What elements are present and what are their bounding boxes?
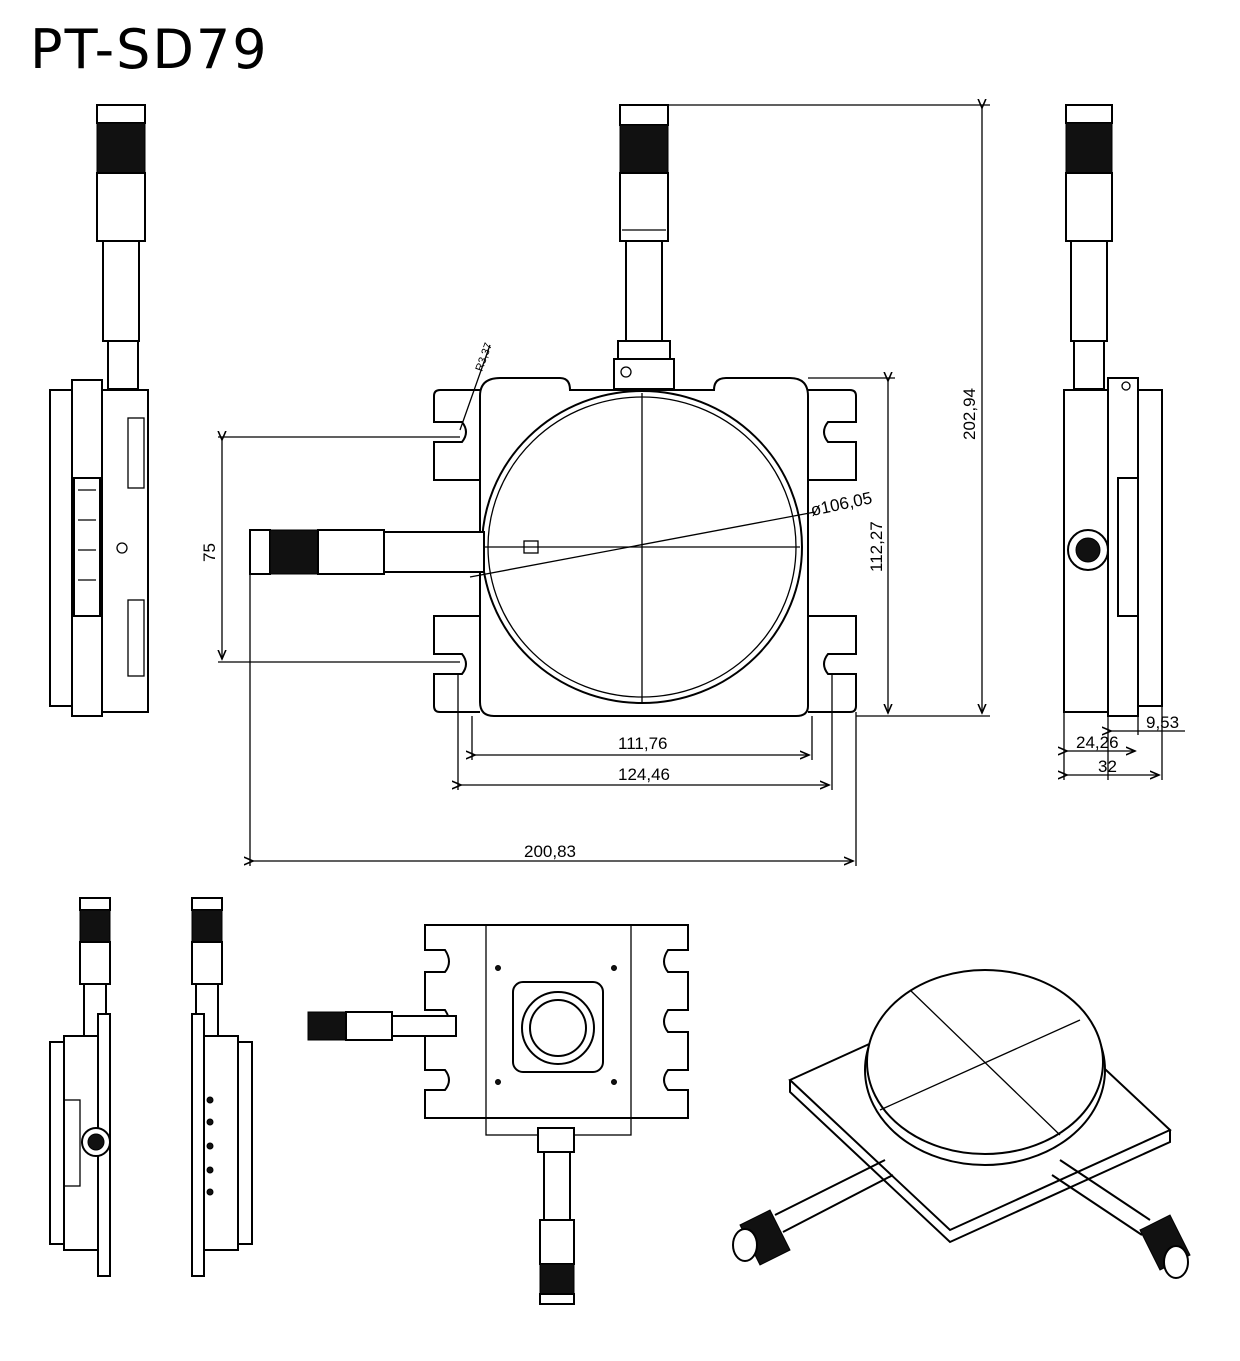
page-title: PT-SD79	[30, 18, 269, 81]
dim-radius: R3,37	[474, 341, 495, 373]
front-view	[249, 104, 857, 717]
bottom-view	[307, 924, 689, 1305]
left-micrometer	[249, 529, 485, 575]
dim-total-height: 202,94	[960, 388, 979, 440]
dim-total-width: 200,83	[524, 842, 576, 861]
dim-plate-height: 112,27	[867, 521, 886, 572]
dim-slot-width: 124,46	[618, 765, 670, 784]
dim-side-a: 9,53	[1146, 713, 1179, 732]
dimension-lines	[218, 105, 990, 866]
bottom-center-left-view	[191, 897, 253, 1277]
base-plate	[479, 377, 809, 717]
top-micrometer	[613, 104, 675, 390]
isometric-view	[732, 969, 1191, 1279]
dim-side-c: 32	[1098, 757, 1117, 776]
dim-inner-width: 111,76	[618, 734, 667, 753]
bottom-left-view	[49, 897, 111, 1277]
dim-slot-spacing: 75	[200, 543, 219, 562]
dim-side-b: 24,26	[1076, 733, 1119, 752]
right-view	[1064, 104, 1185, 780]
dim-aperture-diameter: ø106,05	[809, 488, 874, 520]
left-view	[49, 104, 149, 717]
